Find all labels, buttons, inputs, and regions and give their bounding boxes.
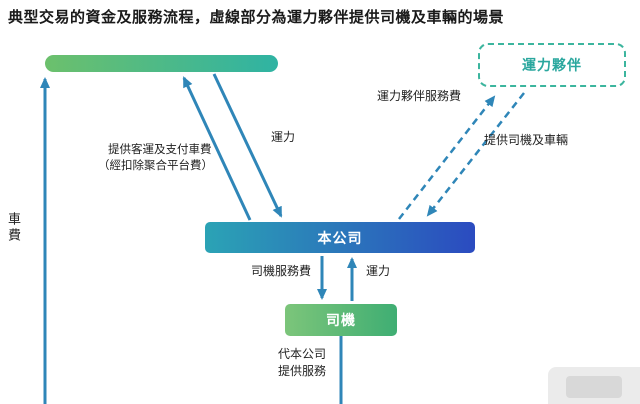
label-provide-ride: 提供客運及支付車費 [108, 144, 212, 156]
watermark [548, 367, 640, 404]
label-fare: 車費 [6, 212, 21, 244]
node-partner: 運力夥伴 [478, 43, 626, 87]
watermark-logo [566, 376, 622, 398]
label-platform-fee-note: （經扣除聚合平台費） [98, 160, 213, 172]
node-top-bar [45, 55, 278, 72]
label-capacity-lower: 運力 [366, 264, 391, 278]
arrow-to-topbar [182, 76, 252, 221]
label-driver-service-fee: 司機服務費 [251, 264, 312, 278]
node-driver: 司機 [285, 304, 397, 336]
label-on-behalf-line2: 提供服務 [278, 364, 327, 378]
label-capacity-upper: 運力 [271, 130, 296, 144]
arrow-from-topbar [212, 73, 283, 218]
arrow-to-partner-dashed [398, 95, 496, 220]
label-provide-drivers-vehicles: 提供司機及車輛 [484, 133, 569, 147]
node-company: 本公司 [205, 222, 475, 253]
page-title: 典型交易的資金及服務流程，虛線部分為運力夥伴提供司機及車輛的場景 [8, 9, 505, 26]
label-partner-service-fee: 運力夥伴服務費 [377, 89, 462, 103]
arrow-from-partner-dashed [426, 92, 525, 217]
label-on-behalf-line1: 代本公司 [278, 347, 327, 361]
